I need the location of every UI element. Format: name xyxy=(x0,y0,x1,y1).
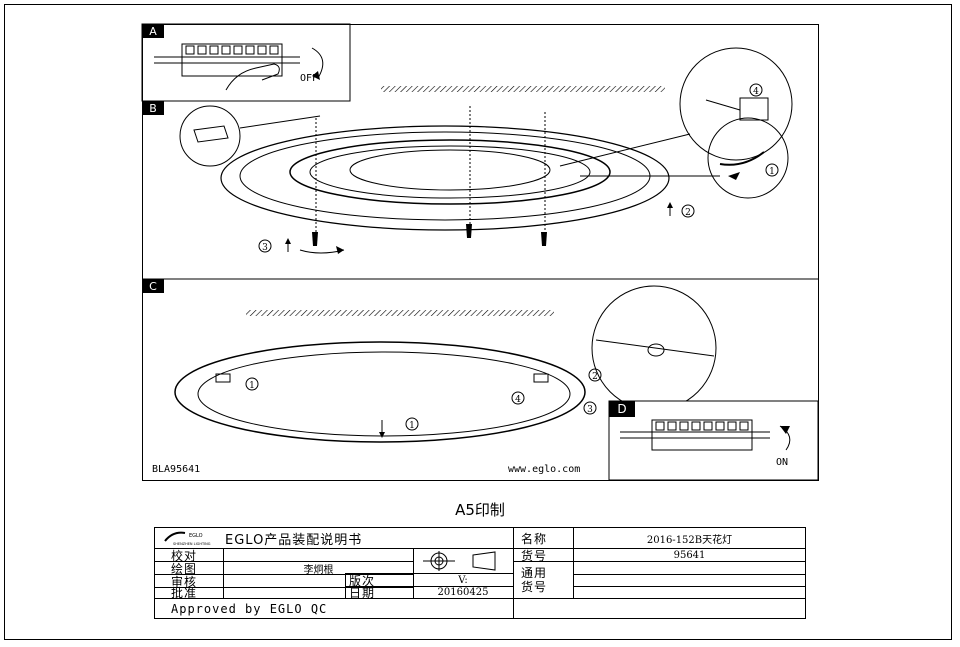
step-1-c: 1 xyxy=(249,381,255,391)
row-label-review: 审核 xyxy=(171,574,198,589)
on-label: ON xyxy=(776,457,788,468)
panel-c: C 1 2 3 4 1 xyxy=(142,278,819,443)
detail-circle-cable xyxy=(707,117,789,199)
ceiling-hatch-b xyxy=(381,86,665,92)
row-label-draw: 绘图 xyxy=(171,561,198,576)
general-label-1: 通用 xyxy=(521,566,548,580)
website-text: www.eglo.com xyxy=(508,464,580,475)
approved-text: Approved by EGLO QC xyxy=(171,601,328,616)
panel-a-letter: A xyxy=(149,25,157,38)
row-label-check: 校对 xyxy=(171,548,198,563)
lamp-cover-ring xyxy=(174,341,586,443)
panel-c-letter: C xyxy=(149,280,157,293)
item-label: 货号 xyxy=(521,548,548,563)
svg-text:EGLO: EGLO xyxy=(189,533,203,539)
screw-icon xyxy=(312,232,318,246)
screw-icon xyxy=(466,224,472,238)
ceiling-hatch-c xyxy=(246,310,554,316)
step-4-b: 4 xyxy=(753,87,759,97)
document-title: EGLO产品装配说明书 xyxy=(225,532,363,548)
step-3-c: 3 xyxy=(587,405,593,415)
panel-a-badge xyxy=(142,24,164,38)
svg-text:SHENZHEN LIGHTING: SHENZHEN LIGHTING xyxy=(173,542,211,546)
panel-a: A OFF xyxy=(141,23,351,102)
step-3-b: 3 xyxy=(262,243,268,253)
version-value: V: xyxy=(458,574,468,586)
drawing-frame xyxy=(142,24,819,481)
detail-circle-anchor xyxy=(179,105,241,167)
step-4-c: 4 xyxy=(515,395,521,405)
step-1-c-bottom: 1 xyxy=(409,421,415,431)
item-value: 95641 xyxy=(673,549,706,561)
panel-d-letter: D xyxy=(617,402,626,416)
name-label: 名称 xyxy=(521,531,548,546)
panel-b: B 3 2 4 1 xyxy=(142,24,793,254)
date-label: 日期 xyxy=(349,586,376,600)
general-label-2: 货号 xyxy=(521,580,548,594)
projection-symbol xyxy=(417,550,511,572)
version-label: 版次 xyxy=(349,573,376,588)
terminal-block-a xyxy=(154,43,324,91)
panel-d: D ON xyxy=(608,400,819,481)
eglo-logo: EGLO SHENZHEN LIGHTING xyxy=(159,529,223,547)
sheet-border xyxy=(4,4,952,640)
screw-icon xyxy=(541,232,547,246)
print-title: A5印制 xyxy=(455,501,505,519)
drafter-name: 李炯根 xyxy=(303,564,334,576)
panel-b-letter: B xyxy=(149,102,157,115)
row-label-approve: 批准 xyxy=(171,586,198,600)
date-value: 20160425 xyxy=(437,587,489,598)
lamp-base-ring xyxy=(220,125,670,231)
model-code: BLA95641 xyxy=(152,464,200,475)
step-1-b: 1 xyxy=(769,167,775,177)
off-label: OFF xyxy=(300,73,318,84)
name-value: 2016-152B天花灯 xyxy=(646,534,733,546)
wall-anchor-icon xyxy=(193,125,229,143)
step-2-b: 2 xyxy=(685,208,691,218)
title-block: EGLO SHENZHEN LIGHTING EGLO产品装配说明书 校对 绘图… xyxy=(154,527,806,619)
step-2-c: 2 xyxy=(592,372,598,382)
detail-circle-connector xyxy=(679,47,793,161)
